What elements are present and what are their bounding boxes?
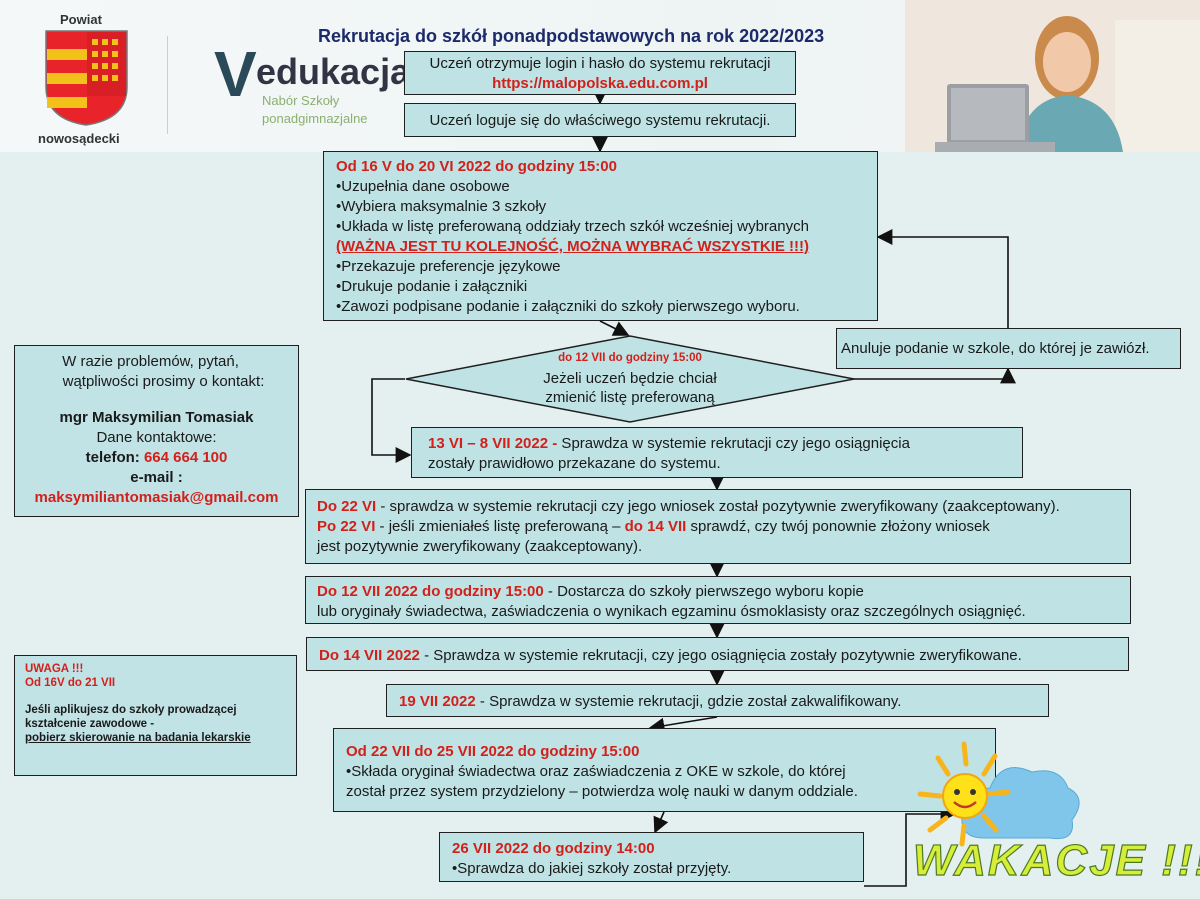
step-text: lub oryginały świadectwa, zaświadczenia … — [317, 603, 1026, 620]
step-confirm-will: Od 22 VII do 25 VII 2022 do godziny 15:0… — [333, 728, 996, 812]
important-note: (WAŻNA JEST TU KOLEJNOŚĆ, MOŻNA WYBRAĆ W… — [336, 238, 810, 255]
step-text: - Sprawdza w systemie rekrutacji, gdzie … — [475, 693, 902, 710]
step-date: 13 VI – 8 VII 2022 - — [428, 435, 558, 452]
step-login-text: Uczeń otrzymuje login i hasło do systemu… — [429, 55, 771, 72]
list-item: •Zawozi podpisane podanie i załączniki d… — [336, 298, 800, 315]
cancel-application-box: Anuluje podanie w szkole, do której je z… — [836, 328, 1181, 369]
step-logon-text: Uczeń loguje się do właściwego systemu r… — [429, 112, 771, 129]
step-text: został przez system przydzielony – potwi… — [346, 783, 858, 800]
warning-dates: Od 16V do 21 VII — [25, 677, 116, 689]
contact-intro1: W razie problemów, pytań, — [62, 353, 239, 370]
cancel-application-text: Anuluje podanie w szkole, do której je z… — [841, 340, 1150, 357]
step-text: zostały prawidłowo przekazane do systemu… — [428, 455, 721, 472]
step-verify-positive: Do 14 VII 2022 - Sprawdza w systemie rek… — [306, 637, 1129, 671]
phone-label: telefon: — [85, 449, 144, 466]
step-date: Do 22 VI — [317, 498, 377, 515]
decision-diamond — [405, 335, 855, 423]
edukacja-logo-v: V — [214, 38, 257, 110]
list-item: •Uzupełnia dane osobowe — [336, 178, 510, 195]
warning-line3: pobierz skierowanie na badania lekarskie — [25, 732, 251, 744]
contact-intro2: wątpliwości prosimy o kontakt: — [62, 373, 265, 390]
powiat-name: nowosądecki — [38, 131, 120, 146]
step-date: Do 12 VII 2022 do godziny 15:00 — [317, 583, 544, 600]
powiat-label: Powiat — [60, 12, 102, 27]
edukacja-sub2: ponadgimnazjalne — [262, 111, 368, 126]
contact-name: mgr Maksymilian Tomasiak — [59, 409, 254, 426]
list-item: •Układa w listę preferowaną oddziały trz… — [336, 218, 809, 235]
step-text: - jeśli zmieniałeś listę preferowaną – — [375, 518, 625, 535]
page-title: Rekrutacja do szkół ponadpodstawowych na… — [318, 26, 825, 46]
step-deliver-documents: Do 12 VII 2022 do godziny 15:00 - Dostar… — [305, 576, 1131, 624]
decision-line2: zmienić listę preferowaną — [545, 389, 715, 406]
edukacja-sub1: Nabór Szkoły — [262, 93, 340, 108]
list-item: •Wybiera maksymalnie 3 szkoły — [336, 198, 547, 215]
step-application: Od 16 V do 20 VI 2022 do godziny 15:00 •… — [323, 151, 878, 321]
step-login: Uczeń otrzymuje login i hasło do systemu… — [404, 51, 796, 95]
step-verify-application: Do 22 VI - sprawdza w systemie rekrutacj… — [305, 489, 1131, 564]
step-text: - Sprawdza w systemie rekrutacji, czy je… — [419, 647, 1022, 664]
step-text: sprawdź, czy twój ponownie złożony wnios… — [686, 518, 990, 535]
edukacja-logo-word: edukacja — [256, 51, 411, 92]
student-laptop-icon — [905, 0, 1200, 152]
step-application-heading: Od 16 V do 20 VI 2022 do godziny 15:00 — [336, 158, 617, 175]
warning-line1: Jeśli aplikujesz do szkoły prowadzącej — [25, 704, 237, 716]
step-text: •Składa oryginał świadectwa oraz zaświad… — [346, 763, 846, 780]
step-text: - sprawdza w systemie rekrutacji czy jeg… — [376, 498, 1060, 515]
step-text: •Sprawdza do jakiej szkoły został przyję… — [452, 860, 732, 877]
email-label: e-mail : — [130, 469, 183, 486]
step-text: - Dostarcza do szkoły pierwszego wyboru … — [543, 583, 864, 600]
step-application-list: •Uzupełnia dane osobowe •Wybiera maksyma… — [336, 177, 877, 317]
step-verify-achievements: 13 VI – 8 VII 2022 - Sprawdza w systemie… — [411, 427, 1023, 478]
step-qualification: 19 VII 2022 - Sprawdza w systemie rekrut… — [386, 684, 1049, 717]
decision-line1: Jeżeli uczeń będzie chciał — [543, 370, 717, 387]
student-photo — [905, 0, 1200, 152]
recruitment-url-link[interactable]: https://malopolska.edu.com.pl — [492, 75, 708, 92]
coat-of-arms-icon — [45, 30, 128, 126]
contact-details-label: Dane kontaktowe: — [96, 429, 217, 446]
step-text: Sprawdza w systemie rekrutacji czy jego … — [557, 435, 910, 452]
step-date: Do 14 VII 2022 — [319, 647, 420, 664]
phone-number[interactable]: 664 664 100 — [143, 449, 228, 466]
step-date: 26 VII 2022 do godziny 14:00 — [452, 840, 655, 857]
sun-cloud-icon — [917, 741, 1080, 847]
step-text: jest pozytywnie zweryfikowany (zaakcepto… — [317, 538, 643, 555]
warning-box: UWAGA !!! Od 16V do 21 VII Jeśli aplikuj… — [14, 655, 297, 776]
contact-box: W razie problemów, pytań, wątpliwości pr… — [14, 345, 299, 517]
decision-date: do 12 VII do godziny 15:00 — [558, 352, 702, 364]
holiday-text: WAKACJE !!! — [912, 835, 1200, 885]
step-date: Po 22 VI — [317, 518, 376, 535]
step-date: 19 VII 2022 — [399, 693, 476, 710]
header-divider — [167, 36, 168, 134]
warning-line2: kształcenie zawodowe - — [25, 718, 155, 730]
list-item: •Drukuje podanie i załączniki — [336, 278, 528, 295]
list-item: •Przekazuje preferencje językowe — [336, 258, 561, 275]
email-link[interactable]: maksymiliantomasiak@gmail.com — [34, 489, 279, 506]
step-logon: Uczeń loguje się do właściwego systemu r… — [404, 103, 796, 137]
warning-title: UWAGA !!! — [25, 663, 84, 675]
step-admission-result: 26 VII 2022 do godziny 14:00 •Sprawdza d… — [439, 832, 864, 882]
step-date: do 14 VII — [624, 518, 687, 535]
step-date: Od 22 VII do 25 VII 2022 do godziny 15:0… — [346, 743, 640, 760]
